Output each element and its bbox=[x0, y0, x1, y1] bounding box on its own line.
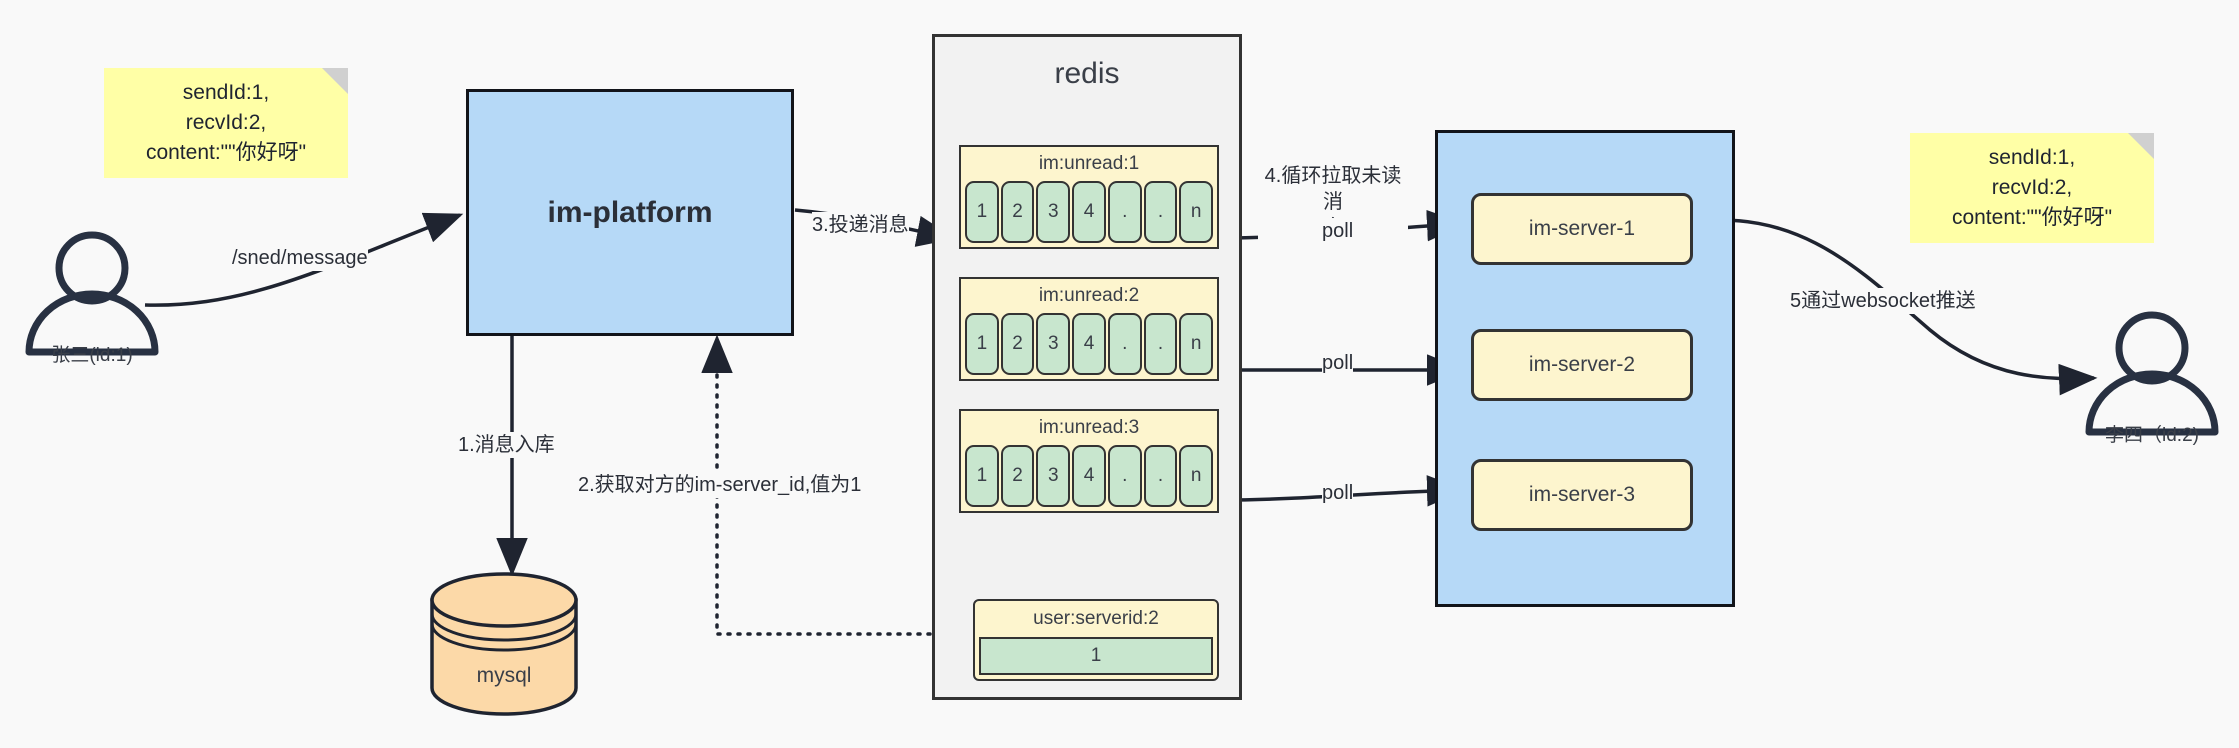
edge-label-poll-3: poll bbox=[1322, 480, 1354, 506]
edge-label-step2: 2.获取对方的im-server_id,值为1 bbox=[578, 472, 862, 498]
mysql-node[interactable]: mysql bbox=[432, 574, 576, 714]
kv-key-label: user:serverid:2 bbox=[1033, 608, 1159, 629]
queue-cell: 1 bbox=[965, 313, 999, 375]
im-platform-label: im-platform bbox=[547, 195, 713, 229]
queue-cell: 3 bbox=[1036, 181, 1071, 243]
sender-actor: 张三(id:1) bbox=[22, 240, 162, 380]
note-sender-payload: sendId:1, recvId:2, content:""你好呀" bbox=[104, 68, 348, 178]
redis-kv-user-serverid[interactable]: user:serverid:2 1 bbox=[973, 599, 1219, 681]
im-servers-container: im-server-1 im-server-2 im-server-3 bbox=[1435, 130, 1735, 607]
receiver-actor: 李四（id:2) bbox=[2082, 320, 2222, 460]
queue-key-label: im:unread:3 bbox=[1038, 417, 1140, 438]
note-receiver-payload: sendId:1, recvId:2, content:""你好呀" bbox=[1910, 133, 2154, 243]
queue-cell: 4 bbox=[1072, 313, 1106, 375]
sender-label: 张三(id:1) bbox=[51, 345, 133, 366]
edge-label-poll-2: poll bbox=[1322, 350, 1354, 376]
im-server-1-node[interactable]: im-server-1 bbox=[1471, 193, 1693, 265]
edge-label-poll-1: poll bbox=[1322, 218, 1354, 244]
redis-queue-1[interactable]: im:unread:1 1 2 3 4 . . n bbox=[959, 145, 1219, 249]
mysql-label: mysql bbox=[476, 664, 532, 687]
queue-cell: n bbox=[1179, 445, 1214, 507]
note-fold-icon bbox=[322, 68, 348, 94]
im-server-2-node[interactable]: im-server-2 bbox=[1471, 329, 1693, 401]
note-fold-icon bbox=[2128, 133, 2154, 159]
im-server-3-label: im-server-3 bbox=[1528, 483, 1636, 506]
redis-container: redis im:unread:1 1 2 3 4 . . n im:unrea… bbox=[932, 34, 1242, 700]
edge-label-step3: 3.投递消息 bbox=[812, 212, 909, 238]
note-sender-text: sendId:1, recvId:2, content:""你好呀" bbox=[145, 81, 307, 164]
queue-cell: 1 bbox=[965, 445, 999, 507]
note-receiver-text: sendId:1, recvId:2, content:""你好呀" bbox=[1951, 146, 2113, 229]
queue-cell: 1 bbox=[965, 181, 999, 243]
queue-cell: . bbox=[1107, 445, 1142, 507]
queue-cell: 2 bbox=[1000, 445, 1035, 507]
queue-cell: n bbox=[1179, 313, 1214, 375]
edge-label-step5: 5通过websocket推送 bbox=[1790, 288, 1976, 314]
queue-key-label: im:unread:2 bbox=[1038, 285, 1140, 306]
queue-cell: 2 bbox=[1000, 313, 1035, 375]
queue-cell: 4 bbox=[1072, 445, 1106, 507]
im-platform-node[interactable]: im-platform bbox=[466, 89, 794, 336]
queue-cell: 2 bbox=[1000, 181, 1035, 243]
queue-cell: 3 bbox=[1036, 313, 1071, 375]
queue-cell: . bbox=[1107, 313, 1142, 375]
queue-key-label: im:unread:1 bbox=[1038, 153, 1140, 174]
queue-cell: 4 bbox=[1072, 181, 1106, 243]
im-server-3-node[interactable]: im-server-3 bbox=[1471, 459, 1693, 531]
redis-queue-2[interactable]: im:unread:2 1 2 3 4 . . n bbox=[959, 277, 1219, 381]
queue-cell: n bbox=[1179, 181, 1214, 243]
queue-cell: . bbox=[1143, 181, 1178, 243]
redis-title: redis bbox=[1054, 57, 1120, 90]
im-server-2-label: im-server-2 bbox=[1528, 353, 1636, 376]
queue-cell: . bbox=[1143, 445, 1178, 507]
edge-label-send-message: /sned/message bbox=[232, 245, 368, 271]
queue-cell: . bbox=[1143, 313, 1178, 375]
queue-cell: . bbox=[1107, 181, 1142, 243]
edge-label-step1: 1.消息入库 bbox=[458, 432, 555, 458]
receiver-label: 李四（id:2) bbox=[2105, 425, 2199, 446]
queue-cell: 3 bbox=[1036, 445, 1071, 507]
kv-value: 1 bbox=[979, 637, 1213, 675]
redis-queue-3[interactable]: im:unread:3 1 2 3 4 . . n bbox=[959, 409, 1219, 513]
im-server-1-label: im-server-1 bbox=[1528, 217, 1636, 240]
